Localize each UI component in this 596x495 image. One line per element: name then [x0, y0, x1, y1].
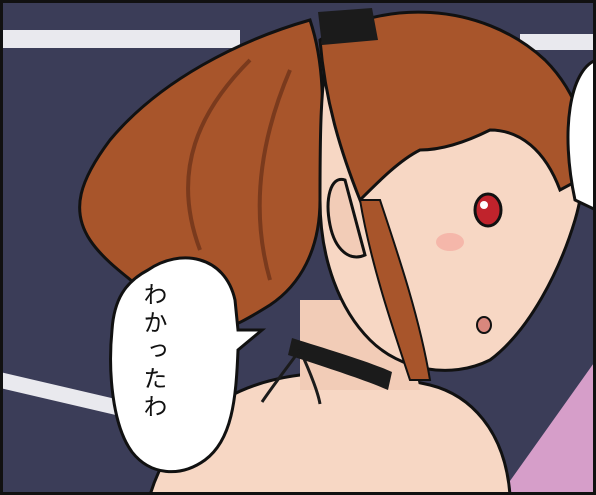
- speech-bubble: [109, 256, 267, 474]
- cheek-blush: [436, 233, 464, 251]
- rope-upper-left: [0, 30, 240, 48]
- speech-bubble-text: わかったわ: [139, 282, 167, 422]
- hair-strand: [186, 58, 252, 251]
- hair-tie: [318, 8, 378, 45]
- rope-lower-left: [0, 372, 120, 416]
- rope-upper-right: [520, 34, 596, 50]
- ear: [326, 177, 367, 259]
- side-lock: [358, 199, 432, 381]
- eye-highlight: [480, 201, 488, 209]
- eye: [473, 192, 503, 228]
- sparkle-corner: [500, 360, 596, 495]
- choker: [288, 338, 392, 390]
- hair-strand: [257, 69, 292, 281]
- mouth: [476, 316, 492, 334]
- choker-ribbon: [260, 349, 322, 405]
- speech-bubble-partial: [566, 58, 596, 212]
